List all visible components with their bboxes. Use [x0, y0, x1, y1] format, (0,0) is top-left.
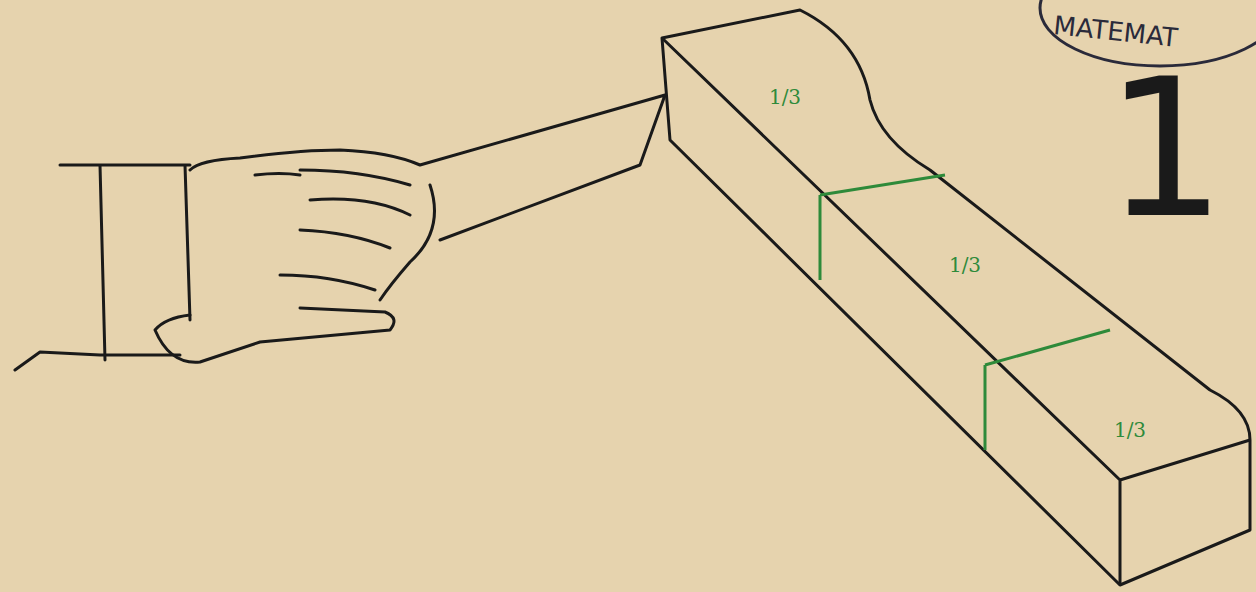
- fraction-label: 1/3: [949, 253, 981, 277]
- division-lines: [820, 175, 1110, 450]
- bar-prism: [662, 10, 1250, 585]
- fraction-label: 1/3: [769, 85, 801, 109]
- bar-segment: 1/3: [755, 72, 815, 122]
- fraction-label: 1/3: [1114, 418, 1146, 442]
- pointing-hand: [15, 95, 665, 370]
- bar-segment: 1/3: [935, 240, 995, 290]
- big-number: 1: [1105, 55, 1226, 245]
- stamp-text: MATEMAT: [1052, 12, 1179, 51]
- bar-segment: 1/3: [1100, 405, 1160, 455]
